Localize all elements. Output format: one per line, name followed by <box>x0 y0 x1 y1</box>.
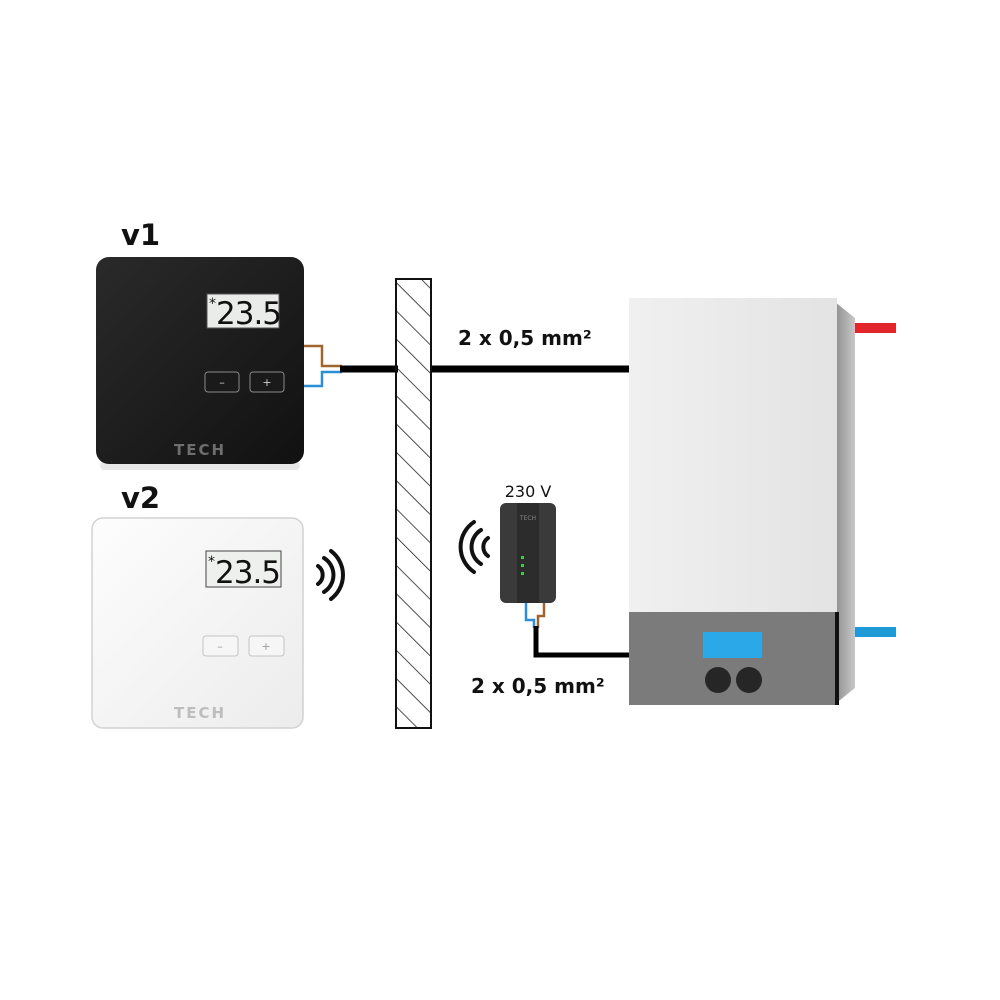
boiler-knob-right[interactable] <box>736 667 762 693</box>
receiver-voltage-label: 230 V <box>505 482 552 501</box>
cable-top-label: 2 x 0,5 mm² <box>458 326 592 350</box>
thermostat-v1-wires <box>304 344 342 388</box>
cable-bottom-label: 2 x 0,5 mm² <box>471 674 605 698</box>
thermostat-v2-minus-button[interactable] <box>202 635 239 657</box>
boiler-control-panel <box>629 612 837 705</box>
thermostat-v1-screen <box>206 293 280 329</box>
receiver-wires <box>524 603 546 628</box>
cable-bottom <box>533 626 630 658</box>
thermostat-v1-display: 23.5 <box>216 296 281 332</box>
cold-water-pipe <box>855 627 896 637</box>
thermostat-v2-plus-label: + <box>261 640 270 653</box>
label-v1: v1 <box>121 218 160 252</box>
thermostat-v1: * 23.5 – + TECH <box>96 257 304 470</box>
boiler-side <box>835 302 855 704</box>
receiver-module: TECH <box>500 503 556 603</box>
thermostat-v1-minus-label: – <box>219 376 225 389</box>
thermostat-v2-plus-button[interactable] <box>248 635 285 657</box>
thermostat-v1-minus-button[interactable] <box>204 371 240 393</box>
thermostat-v2: * 23.5 – + TECH <box>91 517 304 729</box>
receiver-wireless-signal-icon <box>458 520 490 574</box>
label-v2: v2 <box>121 481 160 515</box>
thermostat-v2-display: 23.5 <box>215 555 280 591</box>
wall <box>395 278 432 729</box>
thermostat-v1-plus-button[interactable] <box>249 371 285 393</box>
thermostat-v2-minus-label: – <box>217 640 223 653</box>
thermostat-v2-logo: TECH <box>174 704 226 722</box>
v2-wireless-signal-icon <box>316 549 345 601</box>
boiler-front <box>629 298 837 612</box>
thermostat-v2-body <box>91 517 304 729</box>
boiler-control-panel-edge <box>835 612 839 705</box>
boiler <box>629 298 855 705</box>
thermostat-v1-logo: TECH <box>174 441 226 459</box>
thermostat-v1-body <box>96 257 304 464</box>
thermostat-v1-display-symbol: * <box>209 296 216 312</box>
thermostat-v1-plus-label: + <box>262 376 271 389</box>
receiver-logo: TECH <box>519 515 536 522</box>
thermostat-v2-screen <box>205 550 282 588</box>
boiler-knob-left[interactable] <box>705 667 731 693</box>
boiler-display <box>703 632 762 658</box>
thermostat-v2-display-symbol: * <box>208 554 215 570</box>
hot-water-pipe <box>855 323 896 333</box>
